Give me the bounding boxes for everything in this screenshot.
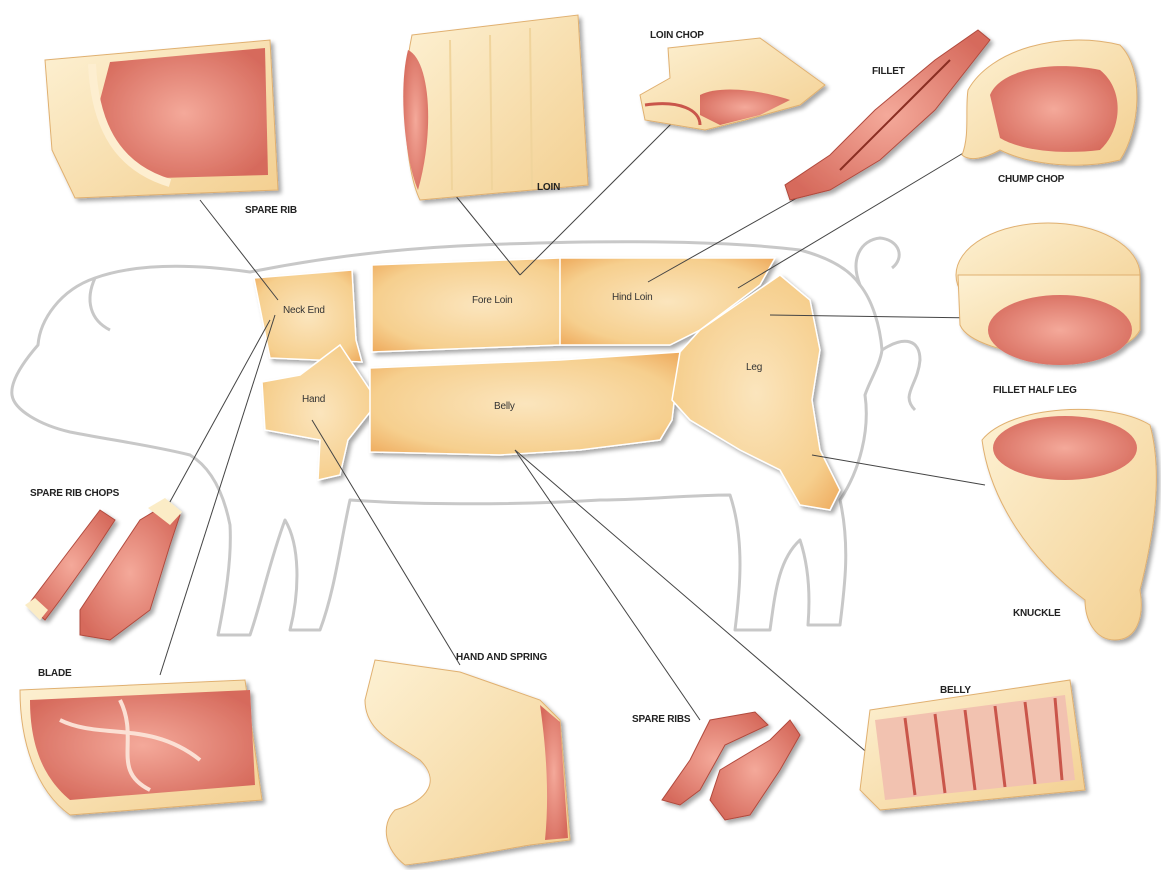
cut-label-spare-rib-chops: SPARE RIB CHOPS xyxy=(30,488,120,499)
cut-blade-image xyxy=(20,680,262,815)
cut-label-spare-rib: SPARE RIB xyxy=(245,205,297,216)
cut-fillet-half-leg-image xyxy=(956,223,1140,365)
cut-label-knuckle: KNUCKLE xyxy=(1013,608,1061,619)
region-label-belly: Belly xyxy=(494,401,515,412)
region-label-fore-loin: Fore Loin xyxy=(472,295,512,306)
cut-spare-ribs-image xyxy=(662,712,800,820)
cut-loin-chop-image xyxy=(640,38,825,130)
region-neck-end xyxy=(254,270,362,362)
cut-loin-image xyxy=(403,15,588,200)
cut-knuckle-image xyxy=(982,409,1156,640)
cut-label-fillet: FILLET xyxy=(872,66,905,77)
cut-label-chump-chop: CHUMP CHOP xyxy=(998,174,1065,185)
region-label-hind-loin: Hind Loin xyxy=(612,292,652,303)
cut-label-spare-ribs: SPARE RIBS xyxy=(632,714,691,725)
cut-label-belly: BELLY xyxy=(940,685,971,696)
cut-hand-and-spring-image xyxy=(365,660,570,865)
region-belly xyxy=(370,352,680,455)
region-label-hand: Hand xyxy=(302,394,325,405)
cut-chump-chop-image xyxy=(962,40,1137,165)
cut-belly-image xyxy=(860,680,1085,810)
cut-label-fillet-half-leg: FILLET HALF LEG xyxy=(993,385,1077,396)
cut-label-loin-chop: LOIN CHOP xyxy=(650,30,704,41)
region-label-neck-end: Neck End xyxy=(283,305,325,316)
cut-fillet-image xyxy=(785,30,990,200)
cut-label-loin: LOIN xyxy=(537,182,560,193)
cut-spare-rib-image xyxy=(45,40,278,198)
cut-label-blade: BLADE xyxy=(38,668,72,679)
cut-spare-rib-chops-image xyxy=(25,498,182,640)
region-label-leg: Leg xyxy=(746,362,762,373)
cut-label-hand-and-spring: HAND AND SPRING xyxy=(456,652,547,663)
